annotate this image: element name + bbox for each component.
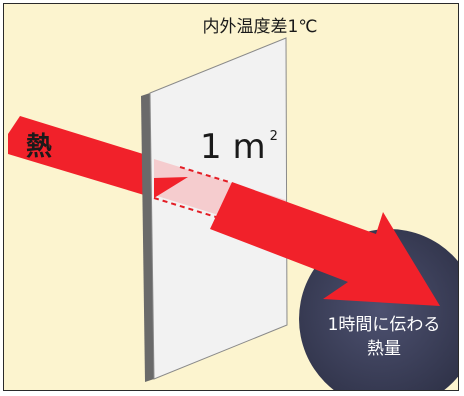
heat-transfer-diagram: 内外温度差1℃ 1 m 2 熱 1時間に伝わる 熱量 bbox=[8, 17, 458, 390]
heat-arrow-on-panel bbox=[154, 177, 188, 198]
area-label: 1 m 2 bbox=[200, 127, 278, 167]
dashed-line-bottom bbox=[153, 197, 217, 218]
wall-panel bbox=[149, 37, 288, 380]
diagram-frame: 内外温度差1℃ 1 m 2 熱 1時間に伝わる 熱量 bbox=[3, 3, 459, 391]
result-label-line2: 熱量 bbox=[367, 339, 401, 359]
temperature-difference-label: 内外温度差1℃ bbox=[203, 17, 318, 37]
heat-arrow-outgoing bbox=[210, 182, 440, 306]
heat-arrow-incoming bbox=[8, 116, 182, 198]
area-label-main: 1 m bbox=[200, 127, 266, 167]
heat-label: 熱 bbox=[26, 132, 52, 162]
result-label-line1: 1時間に伝わる bbox=[328, 315, 441, 335]
area-label-superscript: 2 bbox=[270, 129, 278, 144]
